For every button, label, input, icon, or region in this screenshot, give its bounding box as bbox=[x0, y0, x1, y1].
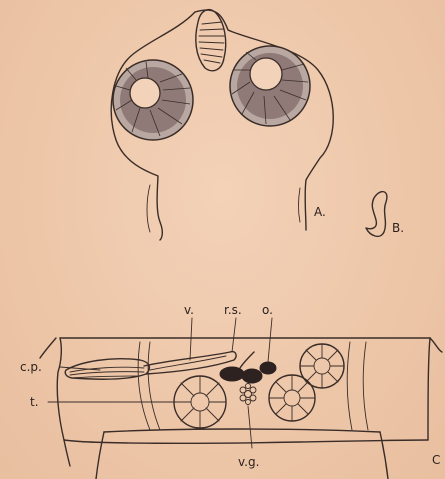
right-eye bbox=[230, 46, 310, 126]
proboscis bbox=[196, 10, 226, 71]
figure-b-label: B. bbox=[392, 221, 404, 235]
testis-left bbox=[174, 376, 226, 428]
label-rs: r.s. bbox=[224, 303, 242, 317]
vitelline-gland bbox=[240, 384, 256, 405]
testis-center bbox=[269, 375, 315, 421]
ovary-and-receptacle bbox=[220, 352, 276, 383]
label-vg: v.g. bbox=[238, 455, 259, 469]
figure-a-label: A. bbox=[314, 205, 326, 219]
figure-a-head: A. bbox=[111, 10, 333, 240]
left-eye bbox=[113, 60, 193, 140]
label-cp: c.p. bbox=[20, 360, 42, 374]
cirrus-pouch bbox=[65, 359, 149, 379]
label-v: v. bbox=[184, 303, 194, 317]
label-o: o. bbox=[262, 303, 273, 317]
testis-right bbox=[300, 344, 344, 388]
label-t: t. bbox=[30, 395, 39, 409]
figure-c-segment: c.p. v. r.s. o. t. v.g. C bbox=[20, 303, 442, 479]
figure-c-label: C bbox=[432, 453, 440, 467]
figure-b-hook: B. bbox=[366, 192, 404, 237]
